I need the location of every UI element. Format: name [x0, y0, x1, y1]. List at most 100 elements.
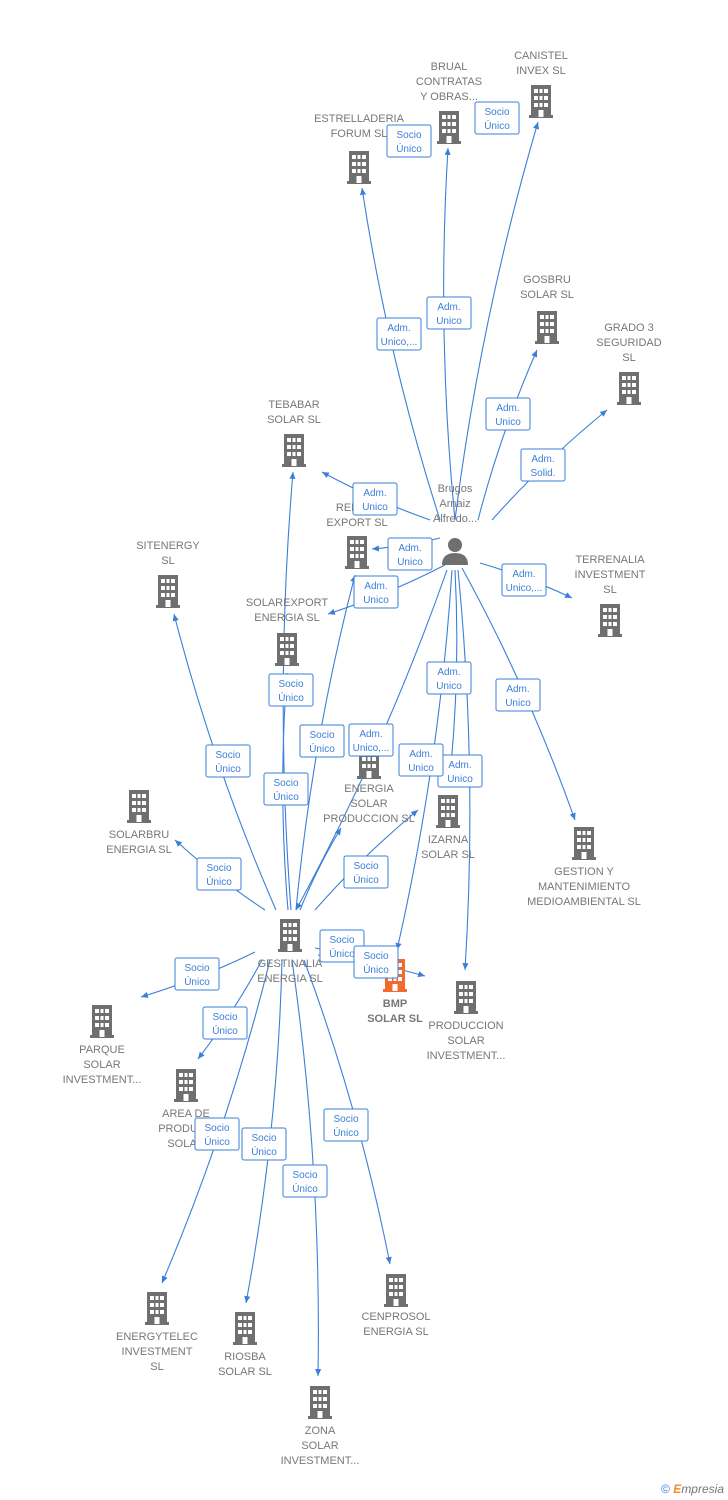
node-label: SOLAR — [350, 798, 387, 810]
node-produccion[interactable]: PRODUCCIONSOLARINVESTMENT... — [427, 981, 506, 1062]
node-label: ENERGIA SL — [254, 612, 319, 624]
node-label: BRUAL — [431, 61, 468, 73]
edge-brugos-to-gosbru — [477, 349, 538, 521]
edge-label-text: Único — [204, 1135, 230, 1148]
edge-label-text: Unico — [447, 774, 473, 785]
building-icon — [529, 85, 553, 118]
building-icon — [174, 1069, 198, 1102]
edge-label-brugos-to-gestion[interactable]: Adm.Unico — [495, 678, 541, 712]
edge-label-text: Adm. — [496, 403, 519, 414]
building-icon — [617, 372, 641, 405]
building-icon — [436, 795, 460, 828]
edge-label-text: Socio — [278, 679, 303, 690]
edge-label-text: Unico — [363, 595, 389, 606]
edge-label-brugos-to-grado3[interactable]: Adm.Solid. — [520, 448, 566, 482]
edge-label-text: Unico,... — [381, 337, 418, 348]
node-label: SOLAR SL — [421, 849, 475, 861]
footer-brand[interactable]: © Empresia — [661, 1482, 724, 1496]
node-label: TEBABAR — [268, 399, 319, 411]
edge-label-text: Unico — [408, 763, 434, 774]
edge-label-brugos-to-brual[interactable]: Adm.Unico — [426, 296, 472, 330]
edge-label-text: Adm. — [398, 543, 421, 554]
node-label: SOLARBRU — [109, 829, 170, 841]
node-label: Brugos — [438, 483, 473, 495]
node-zona[interactable]: ZONASOLARINVESTMENT... — [281, 1386, 360, 1467]
edge-label-brugos-to-estrelladeria[interactable]: Adm.Unico,... — [376, 317, 422, 351]
node-label: MEDIOAMBIENTAL SL — [527, 896, 641, 908]
edge-label-text: Socio — [204, 1123, 229, 1134]
edge-label-text: Socio — [353, 861, 378, 872]
edge-label-brugos-to-solarexport[interactable]: Adm.Unico — [353, 575, 399, 609]
edge-label-text: Único — [251, 1145, 277, 1158]
edge-label-text: Socio — [273, 778, 298, 789]
node-label: SITENERGY — [136, 540, 200, 552]
edge-label-brugos-to-tebabar[interactable]: Adm.Unico — [352, 482, 398, 516]
node-label: RIOSBA — [224, 1351, 266, 1363]
building-icon — [308, 1386, 332, 1419]
building-icon — [454, 981, 478, 1014]
edge-label-brugos-to-gosbru[interactable]: Adm.Unico — [485, 397, 531, 431]
edge-label-text: Único — [484, 119, 510, 132]
node-label: MANTENIMIENTO — [538, 881, 631, 893]
node-brugos[interactable]: BrugosArnaizAlfredo... — [433, 483, 477, 565]
edge-brugos-to-canistel — [454, 121, 540, 521]
node-parque[interactable]: PARQUESOLARINVESTMENT... — [63, 1005, 142, 1086]
node-label: CENPROSOL — [361, 1311, 430, 1323]
edge-label-brugos-to-bmp[interactable]: Adm. Unico — [398, 743, 444, 777]
edge-label-text: Solid. — [530, 468, 555, 479]
edge-label-brugos-to-izarna[interactable]: Adm.Unico — [437, 754, 483, 788]
edge-label-text: Único — [184, 975, 210, 988]
edge-label-text: Unico,... — [353, 743, 390, 754]
edge-label-brugos-to-renow[interactable]: Adm.Unico — [387, 537, 433, 571]
node-label: INVESTMENT — [122, 1346, 193, 1358]
node-label: CANISTEL — [514, 50, 568, 62]
edge-label-text: Socio — [363, 951, 388, 962]
node-label: INVESTMENT — [575, 569, 646, 581]
edge-gestinalia-to-energiasolar — [299, 827, 342, 911]
edge-label-brugos-to-terrenalia[interactable]: Adm.Unico,... — [501, 563, 547, 597]
edge-label-brugos-to-produccion[interactable]: Adm.Unico — [426, 661, 472, 695]
edge-label-text: Socio — [215, 750, 240, 761]
edge-label-text: Socio — [329, 935, 354, 946]
edge-label-brugos-to-gestinalia[interactable]: Adm.Unico,... — [348, 723, 394, 757]
edge-label-text: Socio — [206, 863, 231, 874]
node-label: ESTRELLADERIA — [314, 113, 405, 125]
edge-label-text: Adm. — [409, 749, 432, 760]
edge-label-text: Unico,... — [506, 583, 543, 594]
node-label: ENERGIA — [344, 783, 394, 795]
